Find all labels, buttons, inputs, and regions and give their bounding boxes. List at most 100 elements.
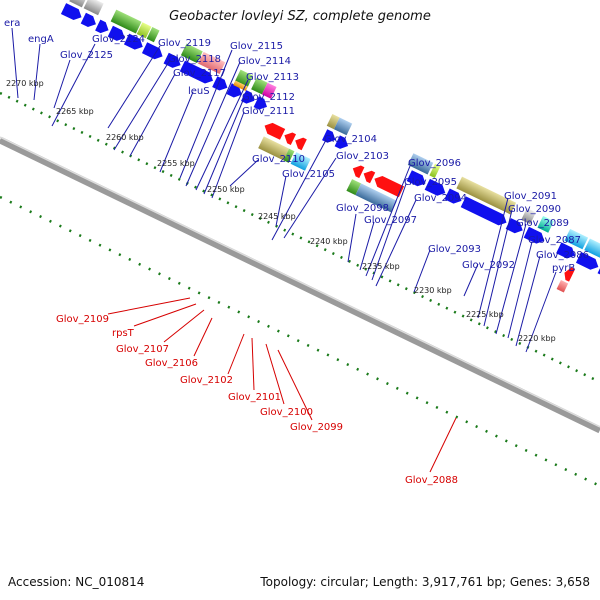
fwd-arrow [575,252,599,270]
tick-label: 2230 kbp [414,286,452,295]
gene-label: Glov_2109 [56,314,109,325]
rev-arrow [352,165,365,179]
leader [107,297,191,315]
gene-label: Glov_2106 [145,358,198,369]
leader [271,139,327,241]
gene-box [83,0,104,16]
fwd-arrow [253,96,268,110]
leader [227,333,245,375]
gene-label: Glov_2095 [404,177,457,188]
gene-label: Glov_2107 [116,344,169,355]
leader [229,159,259,187]
gene-label: Glov_2124 [92,34,145,45]
leader [375,199,417,287]
tick-label: 2255 kbp [157,159,195,168]
fwd-arrow [141,42,163,60]
tick-labels: 2270 kbp 2265 kbp 2260 kbp 2255 kbp 2250… [6,79,556,343]
gene-box [355,183,398,213]
gene-label: rpsT [112,328,135,339]
rev-arrow [264,122,286,140]
forward-gene-labels: era engA Glov_2125 Glov_2124 Glov_2119 G… [4,18,589,274]
rev-arrow [284,132,297,146]
leader [11,27,19,99]
fwd-arrow [444,188,462,204]
leader [159,91,194,173]
gene-box [290,152,311,171]
tick-label: 2220 kbp [518,334,556,343]
gene-box [346,179,362,196]
leader [463,263,479,297]
leader [203,97,245,195]
gene-box [251,77,268,95]
tick-label: 2245 kbp [258,212,296,221]
tick-label: 2270 kbp [6,79,44,88]
fwd-arrow [334,135,349,149]
fwd-arrow [556,242,575,259]
gene-box [258,136,290,161]
leader [413,249,431,293]
leader [347,213,357,263]
leader [133,303,197,327]
reverse-arrows [264,122,576,282]
gene-box [564,228,589,250]
leader [107,45,161,129]
gene-label: era [4,18,20,29]
leader [275,175,287,227]
gene-label: Glov_2088 [405,475,458,486]
reverse-gene-labels: Glov_2109 rpsT Glov_2107 Glov_2106 Glov_… [56,314,458,486]
gene-label: Glov_2093 [428,244,481,255]
tick-label: 2225 kbp [466,310,504,319]
leader [53,59,71,109]
gene-label: Glov_2103 [336,151,389,162]
leader [251,337,255,391]
genome-backbone [0,136,600,434]
gene-label: Glov_2119 [158,38,211,49]
outer-dotted-ring [0,91,600,384]
gene-label: Glov_2118 [168,54,221,65]
tick-label: 2235 kbp [362,262,400,271]
leader [515,255,541,347]
leader [483,209,513,327]
gene-label: Glov_2087 [528,235,581,246]
rev-arrow [363,170,376,184]
gene-label: Glov_2111 [242,106,295,117]
leader [193,317,213,357]
gene-box [261,82,277,99]
gene-box [326,114,340,130]
leader [365,165,411,277]
tick-label: 2265 kbp [56,107,94,116]
leader [277,349,313,421]
leader [265,343,285,405]
map-title: Geobacter lovleyi SZ, complete genome [169,9,431,24]
leader [507,241,533,339]
gene-label: Glov_2096 [408,158,461,169]
gene-label: Glov_2115 [230,41,283,52]
fwd-arrow [322,129,336,143]
leader [525,271,557,353]
gene-box [146,27,160,43]
gene-label: Glov_2105 [282,169,335,180]
fwd-arrow [460,196,507,226]
genome-backbone-highlight [0,136,600,428]
gene-box [180,43,203,64]
gene-label: Glov_2117 [173,68,226,79]
gene-box [556,280,569,293]
gene-label: Glov_2100 [260,407,313,418]
gene-label: Glov_2102 [180,375,233,386]
fwd-arrow [179,60,213,84]
gene-label: Glov_2101 [228,392,281,403]
rev-arrow [374,175,405,198]
gene-label: pyrB [552,263,575,274]
gene-label: Glov_2097 [364,215,417,226]
gene-box [537,215,554,233]
rev-arrow [295,137,307,151]
leader [359,221,375,271]
gene-label: Glov_2089 [516,218,569,229]
tick-label: 2260 kbp [106,133,144,142]
fwd-arrow [240,90,255,104]
leader [179,49,233,179]
fwd-arrow [523,226,545,244]
gene-box [456,176,517,215]
gene-label: Glov_2125 [60,50,113,61]
